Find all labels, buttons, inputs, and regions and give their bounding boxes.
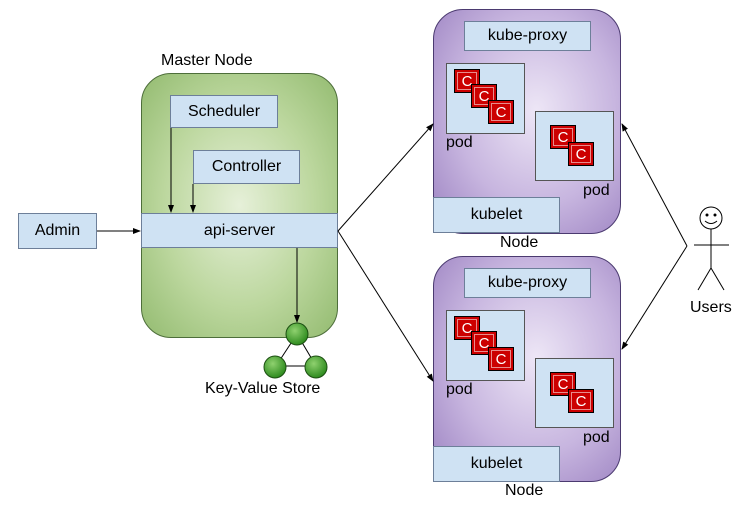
node-2-kube-proxy: kube-proxy	[464, 268, 591, 298]
node-2-title: Node	[505, 482, 544, 499]
key-value-store-label: Key-Value Store	[205, 380, 321, 397]
node-1-title: Node	[500, 234, 539, 251]
api-to-node2-arrow	[337, 230, 434, 382]
node-2-pod-2-label: pod	[583, 429, 610, 446]
node-2-pod-1-container-3: C	[488, 347, 514, 371]
node-2-pod-1-label: pod	[446, 381, 473, 398]
node-1-kubelet: kubelet	[433, 197, 560, 233]
users-label: Users	[690, 299, 732, 316]
kv-node-top	[285, 322, 309, 346]
node-1-pod-2	[535, 111, 614, 181]
node-2-pod-1-container-1: C	[454, 316, 480, 340]
node-2-kubelet: kubelet	[433, 446, 560, 482]
node-1-pod-2-label: pod	[583, 182, 610, 199]
node-1-pod-1-label: pod	[446, 134, 473, 151]
user-figure-icon	[694, 206, 729, 291]
kv-node-right	[304, 355, 328, 379]
controller-box: Controller	[193, 150, 300, 184]
node-1-pod-1-container-3: C	[488, 100, 514, 124]
users-to-node2-arrow	[621, 245, 688, 350]
api-server-box: api-server	[141, 213, 338, 248]
node-1-kube-proxy: kube-proxy	[464, 21, 591, 51]
scheduler-box: Scheduler	[170, 95, 278, 128]
key-value-store-graph	[263, 322, 328, 379]
node-2-pod-2-container-2: C	[568, 389, 594, 413]
node-1-pod-2-container-2: C	[568, 142, 594, 166]
users-to-node1-arrow	[621, 123, 688, 247]
admin-box: Admin	[18, 213, 97, 249]
kv-node-left	[263, 355, 287, 379]
api-to-node1-arrow	[337, 123, 434, 232]
node-1-pod-1-container-2: C	[471, 84, 497, 108]
master-node-title: Master Node	[161, 52, 253, 69]
